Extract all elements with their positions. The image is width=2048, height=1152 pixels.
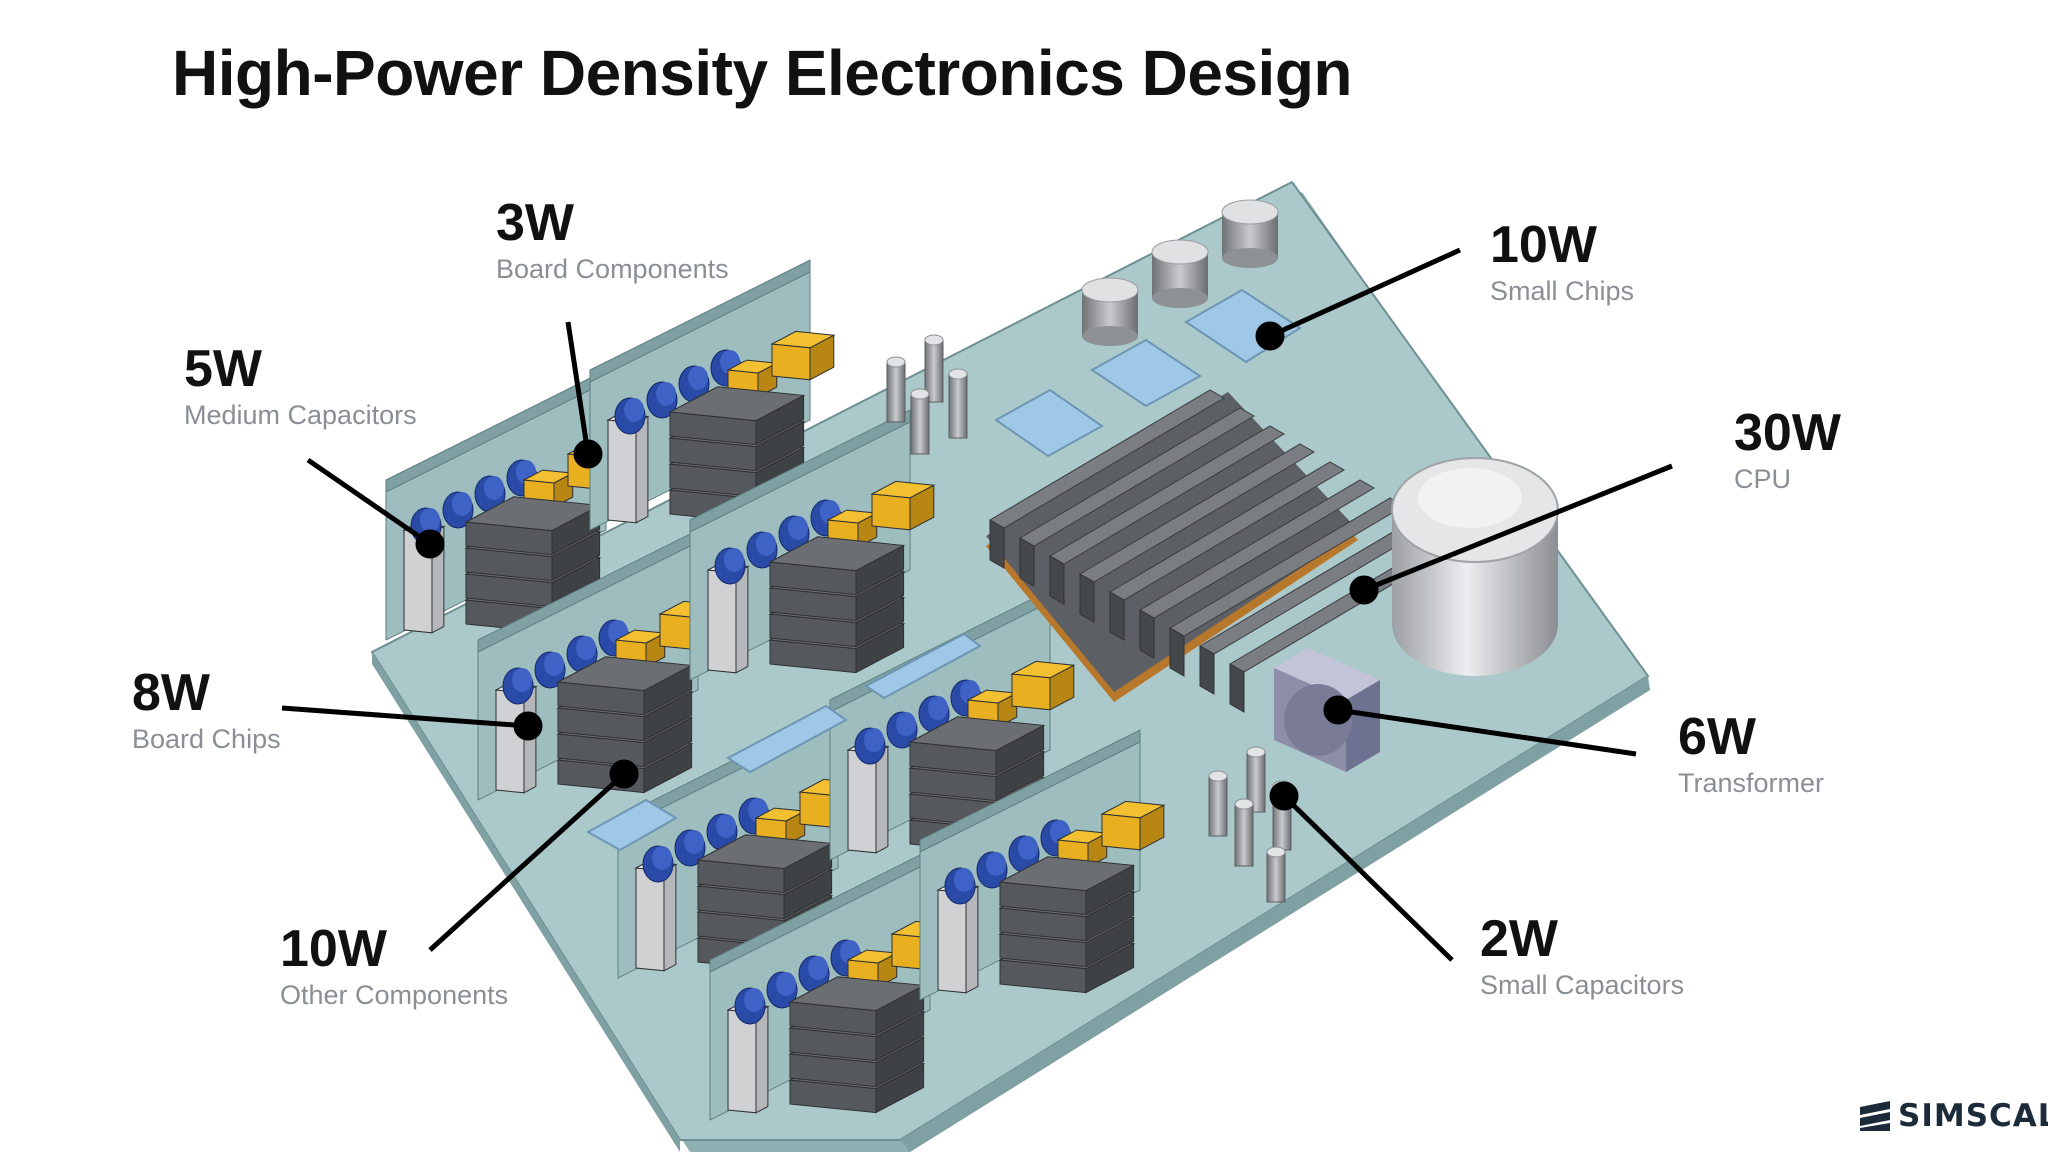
callout-cpu: 30W CPU xyxy=(1734,406,1841,495)
callout-board-chips: 8W Board Chips xyxy=(132,666,281,755)
callout-label: CPU xyxy=(1734,463,1792,494)
callout-label: Transformer xyxy=(1678,767,1825,798)
capacitor-yellow xyxy=(771,343,811,381)
large-cylinder-capacitor xyxy=(1391,457,1559,676)
simscale-logo-mark-icon xyxy=(1860,1101,1890,1131)
small-capacitors-group xyxy=(1208,746,1292,903)
leader-transformer xyxy=(1337,707,1637,757)
callout-board-components: 3W Board Components xyxy=(496,196,729,285)
callout-label: Small Capacitors xyxy=(1480,969,1685,1000)
callout-medium-capacitors: 5W Medium Capacitors xyxy=(184,342,417,431)
leader-small-capacitors xyxy=(1282,794,1454,962)
callout-label: Medium Capacitors xyxy=(184,399,417,430)
callout-label: Other Components xyxy=(280,979,509,1010)
board-chip xyxy=(847,749,877,854)
slide-title: High-Power Density Electronics Design xyxy=(172,37,1353,109)
board-chip xyxy=(495,689,525,794)
leader-small-chips xyxy=(1268,247,1462,339)
callout-watts: 10W xyxy=(1490,216,1597,274)
leader-board-components xyxy=(565,321,591,455)
small-capacitor xyxy=(886,361,906,423)
callout-watts: 8W xyxy=(132,664,210,722)
callout-watts: 10W xyxy=(280,920,387,978)
callout-label: Small Chips xyxy=(1490,275,1635,306)
small-capacitor xyxy=(1234,803,1254,867)
small-capacitor xyxy=(948,373,968,439)
callout-small-capacitors: 2W Small Capacitors xyxy=(1480,912,1684,1001)
leader-board-chips xyxy=(281,705,529,729)
board-chip xyxy=(607,419,637,524)
callout-transformer: 6W Transformer xyxy=(1678,710,1824,799)
board-chip xyxy=(727,1009,757,1114)
board-module xyxy=(709,849,956,1121)
board-module xyxy=(689,409,936,681)
small-capacitors-top-group xyxy=(886,334,968,455)
board-chip xyxy=(937,889,967,994)
capacitor-yellow xyxy=(871,493,911,531)
small-capacitor xyxy=(910,393,930,455)
capacitor-yellow xyxy=(1011,673,1051,711)
component-rows xyxy=(385,259,1166,1121)
leader-other-components xyxy=(428,772,626,952)
callout-watts: 5W xyxy=(184,340,262,398)
callout-watts: 2W xyxy=(1480,910,1558,968)
board-module xyxy=(589,259,836,531)
transformer-block xyxy=(1274,648,1380,772)
callout-label: Board Chips xyxy=(132,723,281,754)
callout-watts: 3W xyxy=(496,194,574,252)
callout-label: Board Components xyxy=(496,253,729,284)
board-module xyxy=(919,729,1166,1001)
small-capacitor xyxy=(1208,775,1228,837)
board-chip xyxy=(707,569,737,674)
large-capacitors-top xyxy=(1081,199,1279,346)
small-capacitor xyxy=(1266,851,1286,903)
simscale-logo: SIMSCALE xyxy=(1860,1098,2048,1134)
callout-other-components: 10W Other Components xyxy=(280,922,508,1011)
simscale-logo-text: SIMSCALE xyxy=(1898,1098,2048,1134)
cpu-heatsink xyxy=(986,389,1465,713)
board-chip xyxy=(635,867,665,972)
leader-cpu xyxy=(1363,463,1673,593)
callout-small-chips: 10W Small Chips xyxy=(1490,218,1634,307)
leader-lines xyxy=(281,247,1673,962)
callout-watts: 6W xyxy=(1678,708,1756,766)
callout-watts: 30W xyxy=(1734,404,1841,462)
leader-medium-capacitors xyxy=(306,457,432,547)
capacitor-yellow xyxy=(1101,813,1141,851)
